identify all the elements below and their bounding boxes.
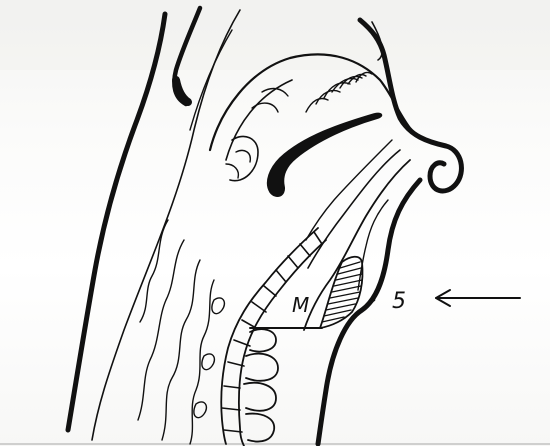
vertebra-divider — [300, 244, 310, 256]
vertebra-divider — [242, 320, 256, 328]
loop-small-2 — [202, 354, 215, 370]
hatch-line — [334, 280, 362, 286]
hatch-line — [324, 310, 351, 316]
vertebra-column-left — [221, 228, 318, 444]
vertebra-divider — [224, 386, 240, 388]
swirl-3 — [226, 164, 238, 178]
measurement-line-s — [358, 300, 374, 312]
lobe-2 — [246, 354, 278, 381]
hatch-line — [326, 304, 355, 310]
loop-small-1 — [212, 298, 225, 314]
airway-line-3 — [306, 140, 392, 240]
vertebra-divider — [264, 286, 276, 296]
wavy-line-1 — [138, 240, 184, 420]
hatch-line — [336, 274, 362, 280]
hatch-line — [330, 292, 360, 298]
vertebra-divider — [276, 270, 286, 282]
hatch-line — [332, 286, 361, 292]
loop-small-3 — [194, 402, 207, 418]
vertebra-divider — [288, 256, 298, 268]
hatch-line — [338, 268, 361, 274]
hatch-line — [328, 298, 358, 304]
vertebra-divider — [314, 232, 322, 244]
arc-top-1 — [252, 103, 278, 112]
vertebra-divider — [252, 302, 266, 312]
outer-back-contour — [68, 14, 165, 430]
label-m: M — [292, 293, 309, 317]
vertebra-column-right — [239, 240, 326, 446]
swirl-1 — [230, 136, 258, 180]
lobe-4 — [246, 414, 274, 442]
concha-arc-7 — [306, 99, 328, 113]
pointer-arrow — [436, 290, 520, 306]
scan-shading — [0, 0, 550, 70]
dark-comma-mark — [268, 113, 382, 196]
lobe-3 — [244, 383, 276, 411]
swirl-2 — [236, 150, 250, 162]
hatch-line — [340, 262, 360, 268]
lobe-1 — [250, 329, 276, 351]
head-dome-inner — [226, 80, 292, 160]
label-s: 5 — [392, 289, 406, 314]
vertebra-divider — [222, 408, 240, 410]
